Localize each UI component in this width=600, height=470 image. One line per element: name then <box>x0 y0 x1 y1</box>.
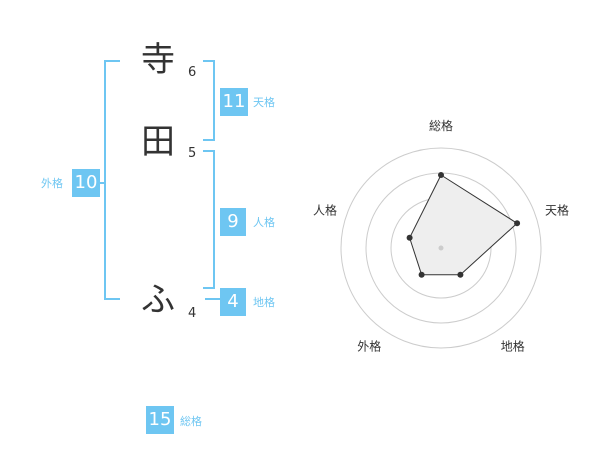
radar-data-area <box>409 174 518 276</box>
jinkaku-label: 人格 <box>253 216 275 229</box>
soukaku-badge: 15 <box>146 406 174 434</box>
name-char-3: ふ <box>141 280 175 320</box>
radar-center-dot <box>438 245 444 251</box>
gaikaku-label: 外格 <box>41 177 63 190</box>
radar-axis-label-3: 地格 <box>501 339 525 354</box>
stroke-count-2: 5 <box>188 146 197 161</box>
gaikaku-bracket <box>104 60 120 300</box>
radar-point-2 <box>514 220 521 227</box>
jinkaku-bracket <box>203 150 215 289</box>
stroke-count-1: 6 <box>188 65 197 80</box>
radar-point-5 <box>406 234 413 241</box>
stroke-count-3: 4 <box>188 306 197 321</box>
radar-ring <box>340 147 542 349</box>
radar-point-1 <box>438 172 444 178</box>
radar-point-4 <box>418 271 425 278</box>
gaikaku-badge: 10 <box>72 169 100 197</box>
radar-axis-label-1: 総格 <box>429 118 453 133</box>
radar-axis-label-5: 人格 <box>313 202 337 217</box>
radar-point-3 <box>457 271 464 278</box>
chikaku-label: 地格 <box>253 296 275 309</box>
tenkaku-label: 天格 <box>253 96 275 109</box>
chikaku-badge: 4 <box>220 288 246 316</box>
jinkaku-badge: 9 <box>220 208 246 236</box>
soukaku-label: 総格 <box>180 415 202 428</box>
tenkaku-badge: 11 <box>220 88 248 116</box>
gaikaku-bracket-tick <box>97 182 105 184</box>
chikaku-bracket <box>205 298 221 300</box>
tenkaku-bracket <box>203 60 215 141</box>
name-char-1: 寺 <box>141 40 175 80</box>
name-char-2: 田 <box>141 122 175 162</box>
radar-points <box>406 172 521 278</box>
radar-axis-label-4: 外格 <box>357 339 381 354</box>
radar-axis-label-2: 天格 <box>545 202 569 217</box>
